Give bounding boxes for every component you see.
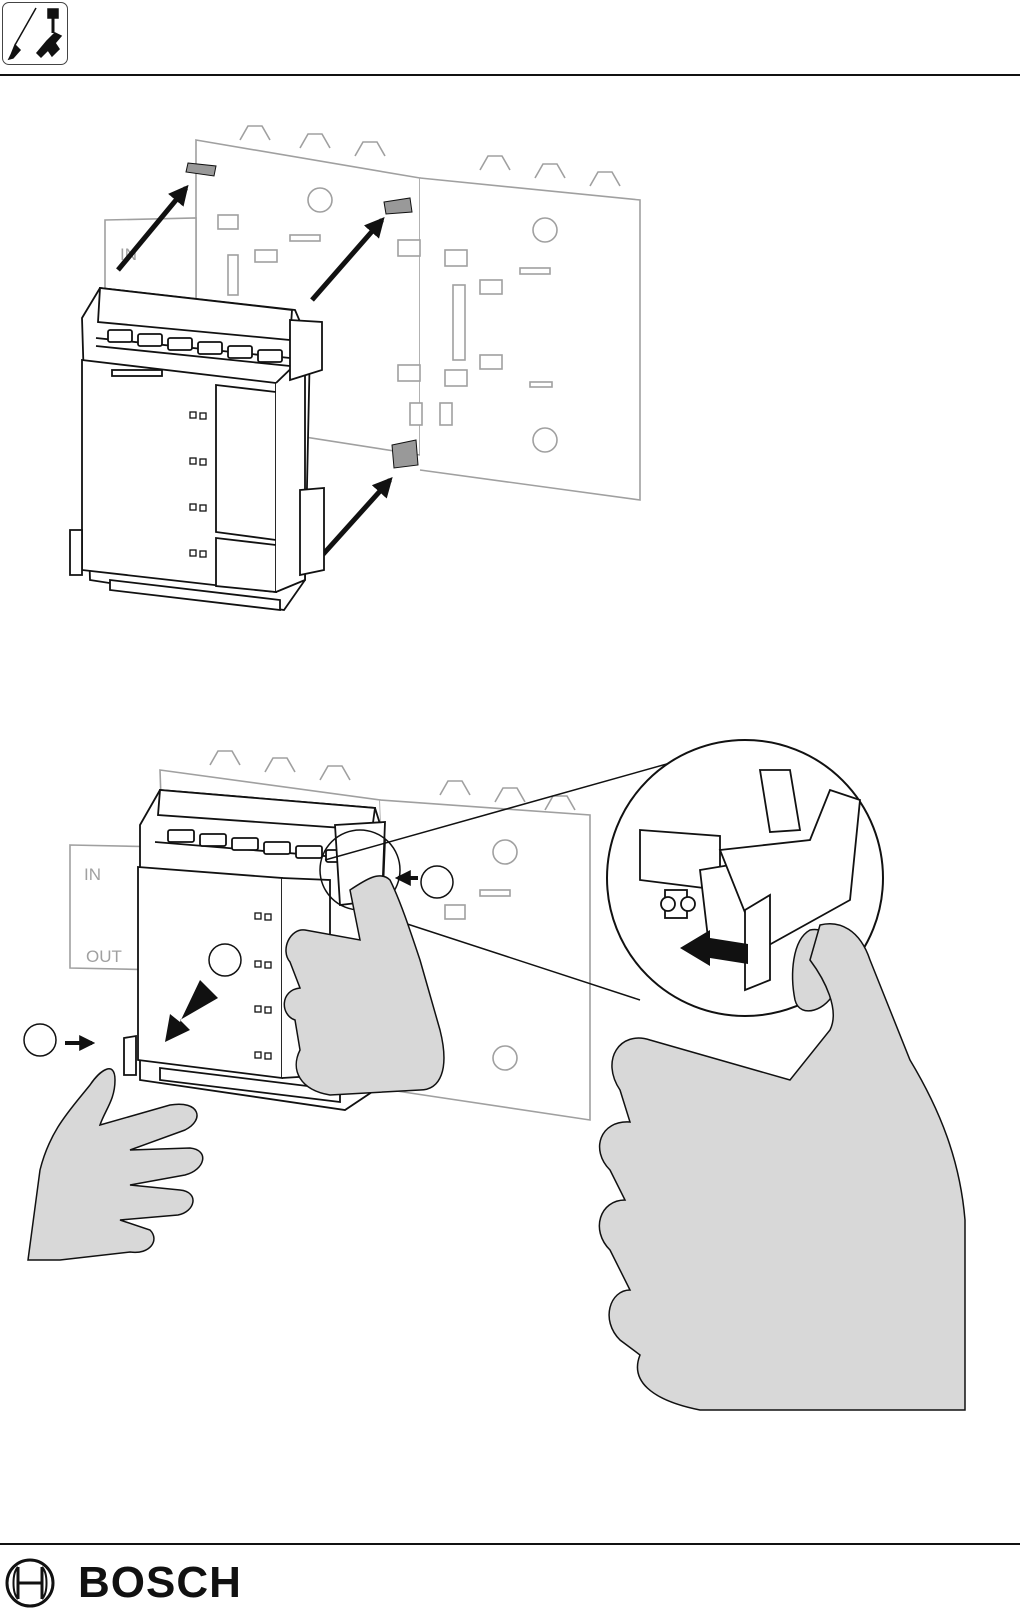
- footer-rule: [0, 1543, 1020, 1545]
- bosch-logo: BOSCH: [4, 1556, 264, 1610]
- module-top: [70, 288, 324, 610]
- out-label-bottom: OUT: [86, 947, 122, 966]
- in-label-bottom: IN: [84, 865, 101, 884]
- header-rule: [0, 74, 1020, 76]
- mounting-illustration-top: IN: [0, 100, 1020, 740]
- bosch-armature-icon: [4, 1557, 56, 1609]
- brand-name: BOSCH: [78, 1561, 242, 1605]
- removal-illustration-bottom: IN OUT: [0, 730, 1020, 1450]
- tools-icon: [2, 2, 68, 65]
